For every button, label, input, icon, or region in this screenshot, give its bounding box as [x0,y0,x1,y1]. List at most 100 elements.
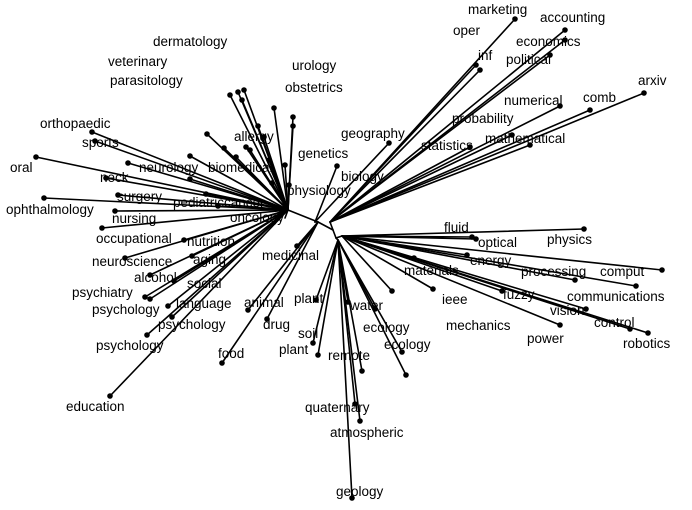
leaf-dot [235,89,241,95]
leaf-label: urology [292,58,337,73]
leaf-label: occupational [96,231,172,246]
leaf-label: quaternary [305,400,370,415]
branch-edge [337,239,361,422]
branch-edge [329,29,566,223]
leaf-label: veterinary [108,54,168,69]
leaf-label: mechanics [446,318,511,333]
leaf-dot [147,296,153,302]
leaf-label: ecology [384,337,431,352]
leaf-dot [115,192,121,198]
leaf-dot [310,340,316,346]
leaf-dot [527,142,533,148]
leaf-dot [587,107,593,113]
leaf-label: nutrition [187,234,235,249]
leaf-label: neuroscience [92,254,172,269]
leaf-dot [269,180,275,186]
leaf-label: ieee [442,292,468,307]
trunk-edge [317,221,334,231]
branch-edge [341,235,477,240]
leaf-label: processing [521,264,586,279]
branch-edge [167,209,289,307]
leaf-label: optical [478,235,517,250]
leaf-label: cancer [224,195,265,210]
leaf-dot [169,314,175,320]
leaf-label: orthopaedic [40,116,111,131]
leaf-dot [499,288,505,294]
leaf-label: sports [82,135,119,150]
leaf-dot [633,283,639,289]
leaf-dot [282,162,288,168]
leaf-dot [467,144,473,150]
leaf-label: materials [404,263,459,278]
leaf-dot [464,252,470,258]
branch-edge [315,239,339,301]
branch-edge [329,144,531,223]
leaf-label: robotics [623,336,671,351]
leaf-label: fuzzy [503,287,535,302]
leaf-dot [271,105,277,111]
leaf-label: surgery [117,189,162,204]
leaf-label: medicinal [262,248,319,263]
leaf-dot [243,144,249,150]
leaf-label: oncology [230,210,284,225]
branch-edge [249,149,289,211]
leaf-dot [89,129,95,135]
leaf-label: ophthalmology [6,202,94,217]
leaf-dot [359,368,365,374]
leaf-label: alcohol [134,270,177,285]
leaf-dot [411,255,417,261]
leaf-label: neurology [139,160,199,175]
leaf-label: food [218,346,244,361]
branch-edge [329,69,481,223]
branch-edge [114,209,289,212]
leaf-dot [345,299,351,305]
leaf-label: psychology [96,338,164,353]
leaf-label: comput [600,264,645,279]
branch-edge [149,209,289,276]
leaf-label: education [66,399,125,414]
leaf-dot [315,352,321,358]
leaf-label: ecology [363,320,410,335]
leaf-label: comb [583,90,616,105]
leaf-dot [204,131,210,137]
branch-edge [273,107,289,211]
branch-edge [124,209,289,259]
leaf-dot [245,307,251,313]
leaf-dot [215,203,221,209]
leaf-label: arxiv [638,73,667,88]
leaf-label: remote [328,348,370,363]
leaf-dot [473,236,479,242]
leaf-label: genetics [298,146,349,161]
leaf-label: vision [550,303,585,318]
leaf-label: physiology [287,183,351,198]
leaf-label: inf [478,48,493,63]
leaf-dot [165,303,171,309]
leaf-label: oral [10,160,33,175]
leaf-label: physics [547,232,592,247]
leaf-label: psychology [92,302,160,317]
branch-edge [341,235,561,326]
leaf-label: economics [516,34,581,49]
leaf-dot [33,154,39,160]
leaf-dot [562,37,568,43]
branch-edge [329,105,561,223]
leaf-dot [313,297,319,303]
branch-edge [229,94,289,211]
leaf-label: oper [453,23,481,38]
branch-edge [329,64,477,223]
leaf-labels: dermatologyveterinaryparasitologyallergy… [6,2,671,499]
leaf-dot [187,153,193,159]
branch-edge [189,155,289,211]
branch-edge [314,142,390,223]
leaf-label: plant [279,342,309,357]
leaf-dot [372,306,378,312]
leaf-dot [142,294,148,300]
leaf-label: political [506,52,551,67]
leaf-dot [352,401,358,407]
branch-edge [94,140,289,211]
branch-edge [217,205,289,211]
trunk-edge [329,221,334,231]
leaf-label: social [187,276,222,291]
leaf-dot [562,27,568,33]
leaf-dot [583,306,589,312]
